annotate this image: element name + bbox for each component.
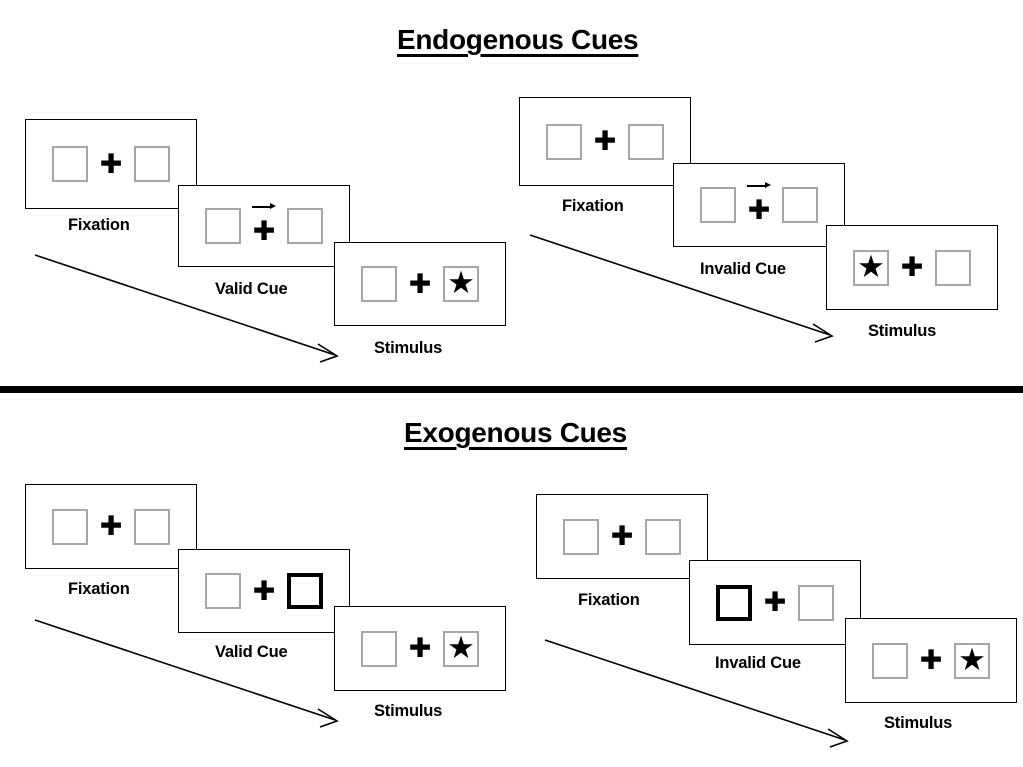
caption-exo-invalid-cue: Invalid Cue [715, 654, 801, 672]
fixation-cross-icon: ✚ [252, 575, 276, 607]
frame-exo-invalid-stimulus: ✚ ★ [845, 618, 1017, 703]
fixation-cross-icon: ✚ [610, 521, 634, 552]
star-target-icon: ★ [447, 264, 475, 301]
fixation-cross-slot: ✚ [88, 147, 134, 181]
section-title-exogenous: Exogenous Cues [404, 417, 627, 448]
section-divider [0, 386, 1023, 393]
flow-arrow-endo-valid [34, 254, 339, 363]
left-placeholder-box [361, 266, 397, 302]
right-placeholder-box-cued [287, 573, 323, 609]
left-placeholder-box [52, 508, 88, 545]
caption-exo-valid-stimulus: Stimulus [374, 702, 443, 720]
left-placeholder-box [205, 208, 241, 244]
right-placeholder-box [782, 187, 818, 223]
frame-exo-invalid-cue: ✚ [689, 560, 861, 645]
flow-arrow-exo-valid [34, 619, 339, 728]
caption-exo-valid-cue: Valid Cue [215, 643, 288, 661]
right-placeholder-box: ★ [954, 641, 990, 679]
fixation-cross-icon: ✚ [408, 268, 432, 300]
frame-endo-valid-fixation: ✚ [25, 119, 197, 209]
right-placeholder-box [935, 249, 971, 286]
caption-endo-invalid-cue: Invalid Cue [700, 260, 786, 278]
right-placeholder-box [134, 146, 170, 182]
frame-content: ✚ [26, 485, 196, 568]
fixation-cross-icon: ✚ [408, 633, 432, 664]
fixation-cross-icon: ✚ [593, 126, 617, 157]
right-placeholder-box [134, 508, 170, 545]
arrow-right-cue-icon [252, 202, 276, 211]
left-placeholder-box [563, 518, 599, 555]
arrow-right-cue-icon [747, 181, 771, 190]
fixation-cross-icon: ✚ [763, 587, 787, 618]
right-placeholder-box: ★ [443, 266, 479, 302]
right-placeholder-box [645, 518, 681, 555]
caption-endo-valid-fixation: Fixation [68, 216, 130, 234]
left-placeholder-box [52, 146, 88, 182]
fixation-cross-slot: ✚ [88, 510, 134, 544]
frame-content: ✚ [537, 495, 707, 578]
frame-endo-invalid-cue: ✚ [673, 163, 845, 247]
fixation-cross-slot: ✚ [241, 574, 287, 608]
frame-content: ✚ [179, 186, 349, 266]
frame-endo-valid-cue: ✚ [178, 185, 350, 267]
fixation-cross-slot: ✚ [599, 520, 645, 554]
left-placeholder-box-cued [716, 584, 752, 621]
frame-exo-invalid-fixation: ✚ [536, 494, 708, 579]
right-placeholder-box [798, 584, 834, 621]
right-placeholder-box [287, 208, 323, 244]
caption-endo-valid-stimulus: Stimulus [374, 339, 443, 357]
fixation-cross-slot: ✚ [752, 586, 798, 620]
frame-endo-invalid-fixation: ✚ [519, 97, 691, 186]
caption-exo-invalid-fixation: Fixation [578, 591, 640, 609]
right-placeholder-box: ★ [443, 629, 479, 667]
frame-exo-valid-stimulus: ✚ ★ [334, 606, 506, 691]
fixation-cross-icon: ✚ [919, 645, 943, 676]
fixation-cross-slot: ✚ [397, 267, 443, 301]
star-target-icon: ★ [857, 248, 885, 285]
left-placeholder-box: ★ [853, 248, 889, 286]
frame-endo-invalid-stimulus: ★ ✚ [826, 225, 998, 310]
frame-exo-valid-fixation: ✚ [25, 484, 197, 569]
left-placeholder-box [361, 630, 397, 667]
caption-endo-invalid-fixation: Fixation [562, 197, 624, 215]
fixation-cross-slot: ✚ [241, 200, 287, 252]
frame-content: ★ ✚ [827, 226, 997, 309]
caption-endo-invalid-stimulus: Stimulus [868, 322, 937, 340]
frame-content: ✚ [674, 164, 844, 246]
fixation-cross-slot: ✚ [397, 632, 443, 666]
left-placeholder-box [700, 187, 736, 223]
fixation-cross-icon: ✚ [900, 252, 924, 283]
flow-arrow-endo-invalid [529, 234, 834, 343]
caption-endo-valid-cue: Valid Cue [215, 280, 288, 298]
section-title-endogenous: Endogenous Cues [397, 24, 639, 55]
left-placeholder-box [205, 573, 241, 609]
star-target-icon: ★ [447, 629, 475, 666]
frame-exo-valid-cue: ✚ [178, 549, 350, 633]
fixation-cross-icon: ✚ [99, 148, 123, 180]
fixation-cross-icon: ✚ [747, 195, 771, 226]
frame-endo-valid-stimulus: ✚ ★ [334, 242, 506, 326]
fixation-cross-slot: ✚ [736, 179, 782, 231]
left-placeholder-box [546, 123, 582, 160]
caption-exo-invalid-stimulus: Stimulus [884, 714, 953, 732]
caption-exo-valid-fixation: Fixation [68, 580, 130, 598]
star-target-icon: ★ [958, 641, 986, 678]
frame-content: ✚ [179, 550, 349, 632]
fixation-cross-slot: ✚ [582, 125, 628, 159]
fixation-cross-icon: ✚ [99, 511, 123, 542]
left-placeholder-box [872, 642, 908, 679]
frame-content: ✚ [26, 120, 196, 208]
fixation-cross-icon: ✚ [252, 216, 276, 247]
frame-content: ✚ ★ [846, 619, 1016, 702]
frame-content: ✚ [520, 98, 690, 185]
right-placeholder-box [628, 123, 664, 160]
frame-content: ✚ ★ [335, 243, 505, 325]
frame-content: ✚ ★ [335, 607, 505, 690]
flow-arrow-exo-invalid [544, 639, 849, 748]
fixation-cross-slot: ✚ [908, 644, 954, 678]
frame-content: ✚ [690, 561, 860, 644]
fixation-cross-slot: ✚ [889, 251, 935, 285]
